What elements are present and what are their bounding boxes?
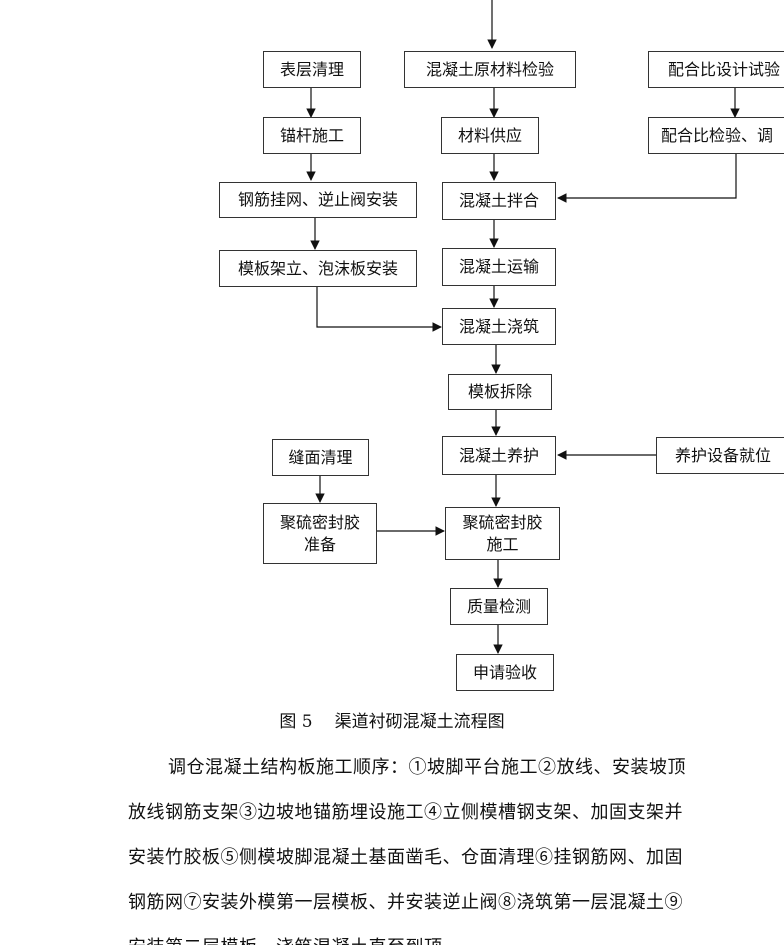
- box-concrete-transport: 混凝土运输: [442, 248, 556, 286]
- box-raw-material-inspection: 混凝土原材料检验: [404, 51, 576, 88]
- box-rebar-net-valve: 钢筋挂网、逆止阀安装: [219, 182, 417, 218]
- box-concrete-mixing: 混凝土拌合: [442, 182, 556, 220]
- box-material-supply: 材料供应: [441, 117, 539, 154]
- box-concrete-curing: 混凝土养护: [442, 436, 556, 475]
- box-joint-cleaning: 缝面清理: [272, 439, 369, 476]
- paragraph-line-2: 放线钢筋支架③边坡地锚筋埋设施工④立侧模槽钢支架、加固支架并: [128, 802, 683, 823]
- arrow-formwork-to-pour: [316, 287, 442, 332]
- box-formwork-foam: 模板架立、泡沫板安装: [219, 250, 417, 287]
- box-sealant-preparation: 聚硫密封胶 准备: [263, 503, 377, 564]
- figure-title: 渠道衬砌混凝土流程图: [334, 712, 505, 732]
- arrow-check-to-mix: [557, 154, 737, 203]
- box-concrete-pouring: 混凝土浇筑: [442, 308, 556, 345]
- box-surface-clean: 表层清理: [263, 51, 361, 88]
- paragraph-line-3: 安装竹胶板⑤侧模坡脚混凝土基面凿毛、仓面清理⑥挂钢筋网、加固: [128, 847, 683, 868]
- paragraph-line-5: 安装第二层模板，浇筑混凝土直至到顶: [128, 936, 443, 945]
- box-quality-inspection: 质量检测: [450, 588, 548, 625]
- box-formwork-removal: 模板拆除: [448, 374, 552, 410]
- box-acceptance-request: 申请验收: [456, 654, 554, 691]
- box-mix-design-test: 配合比设计试验: [648, 51, 784, 88]
- box-curing-equipment: 养护设备就位: [656, 437, 784, 474]
- box-mix-check-adjust: 配合比检验、调: [648, 117, 784, 154]
- paragraph-line-1: 调仓混凝土结构板施工顺序：①坡脚平台施工②放线、安装坡顶: [168, 757, 686, 778]
- figure-caption: 图 5 渠道衬砌混凝土流程图: [0, 707, 784, 732]
- figure-number: 图 5: [279, 712, 313, 732]
- box-anchor-construction: 锚杆施工: [263, 117, 361, 154]
- box-sealant-application: 聚硫密封胶 施工: [445, 507, 560, 560]
- flowchart-connectors: [306, 0, 740, 654]
- paragraph-line-4: 钢筋网⑦安装外模第一层模板、并安装逆止阀⑧浇筑第一层混凝土⑨: [128, 892, 683, 913]
